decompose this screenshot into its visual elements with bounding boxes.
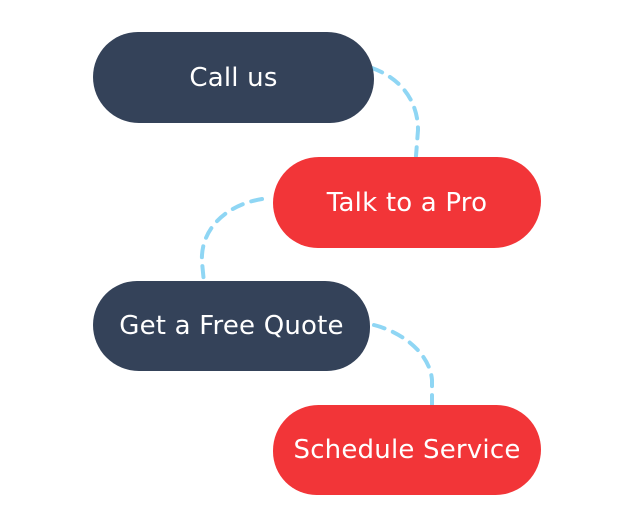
get-a-free-quote-label: Get a Free Quote bbox=[119, 311, 344, 341]
connector-pro-to-quote bbox=[199, 197, 264, 285]
talk-to-a-pro-label: Talk to a Pro bbox=[326, 187, 488, 218]
call-us-label: Call us bbox=[189, 62, 278, 93]
schedule-service-label: Schedule Service bbox=[293, 435, 521, 465]
connector-quote-to-schedule bbox=[372, 323, 434, 408]
call-us-button[interactable]: Call us bbox=[93, 32, 374, 123]
schedule-service-button[interactable]: Schedule Service bbox=[273, 405, 541, 495]
get-a-free-quote-button[interactable]: Get a Free Quote bbox=[93, 281, 370, 371]
connector-call-to-pro bbox=[370, 66, 421, 158]
talk-to-a-pro-button[interactable]: Talk to a Pro bbox=[273, 157, 541, 248]
